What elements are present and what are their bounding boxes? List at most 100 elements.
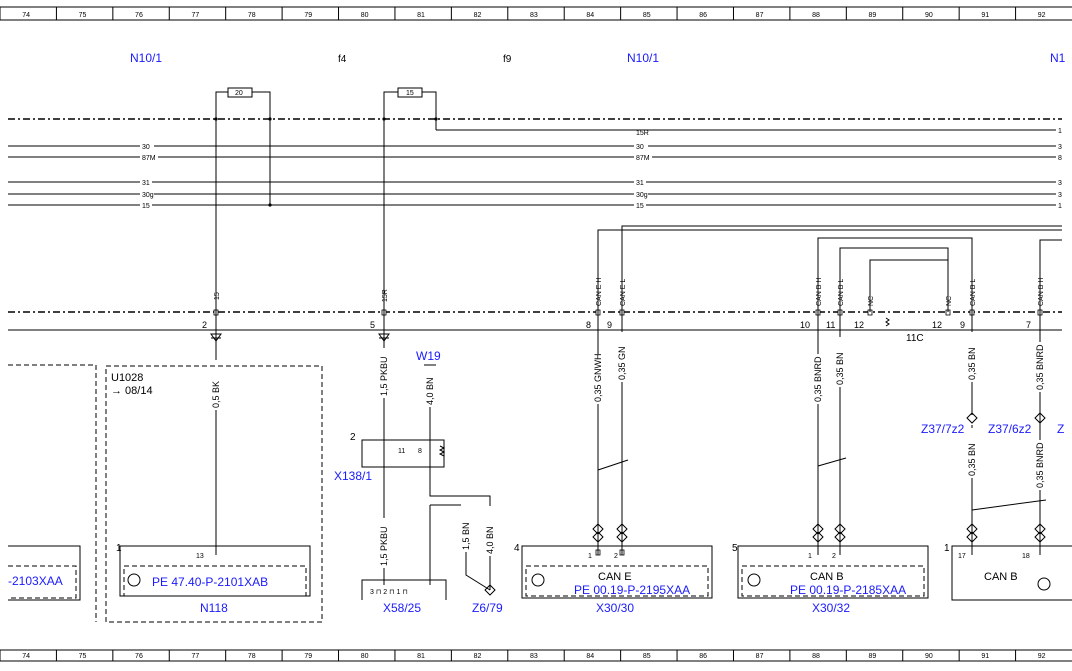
x30-32-reference[interactable]: PE 00.19-P-2185XAA [790, 583, 906, 597]
ruler-cell-89: 89 [869, 12, 877, 19]
ruler-cell-bottom-89: 89 [869, 653, 877, 660]
ruler-cell-bottom-91: 91 [981, 653, 989, 660]
wire-label-w_bn15: 1,5 BN [461, 522, 471, 550]
ruler-cell-bottom-86: 86 [699, 653, 707, 660]
connector-x30-30: 4 1 2 CAN E PE 00.19-P-2195XAA [514, 543, 713, 599]
wire-label-w_bn4b: 4,0 BN [485, 526, 495, 554]
ruler-cell-bottom-75: 75 [79, 653, 87, 660]
ground-w19-label: W19 [416, 349, 441, 363]
svg-text:8: 8 [1058, 155, 1062, 162]
connector-tag-can_b_l2: CAN B L [970, 279, 977, 306]
component-u1028: U1028 → 08/14 [105, 365, 323, 623]
svg-text:1: 1 [116, 543, 122, 554]
connector-tag-nc1: NC [868, 296, 875, 306]
wire-label-w_bnrd3: 0,35 BNRD [1035, 442, 1045, 488]
svg-text:20: 20 [235, 90, 243, 97]
ruler-cell-bottom-79: 79 [304, 653, 312, 660]
svg-text:8: 8 [418, 448, 422, 455]
svg-text:13: 13 [196, 553, 204, 560]
ruler-cell-bottom-80: 80 [361, 653, 369, 660]
splice-z37-7z2-icon [966, 412, 978, 424]
ruler-cell-bottom-76: 76 [135, 653, 143, 660]
connector-tag-can_b_l1: CAN B L [838, 279, 845, 306]
ruler-cell-86: 86 [699, 12, 707, 19]
svg-text:CAN E: CAN E [598, 571, 632, 583]
ruler-cell-bottom-81: 81 [417, 653, 425, 660]
connector-tag-t15a: 15 [214, 292, 221, 300]
svg-text:1: 1 [1058, 128, 1062, 135]
wire-label-w_bn1: 0,35 BN [835, 352, 845, 385]
pin-9: 9 [607, 320, 612, 330]
ruler-cell-bottom-87: 87 [756, 653, 764, 660]
splice-z37-cut-label: Z [1057, 422, 1064, 436]
component-right-can-b: 1 17 18 CAN B [944, 543, 1072, 601]
svg-text:3: 3 [1058, 180, 1062, 187]
svg-text:1: 1 [1058, 203, 1062, 210]
ruler-cell-bottom-88: 88 [812, 653, 820, 660]
wavy-break-icon [885, 317, 890, 327]
splice-z37-7z2-label: Z37/7z2 [921, 422, 965, 436]
wire-label-w_pkbu1: 1,5 PKBU [379, 356, 389, 396]
wire-label-w_bn2: 0,35 BN [967, 347, 977, 380]
svg-text:87M: 87M [636, 155, 650, 162]
svg-text:31: 31 [636, 180, 644, 187]
pin-2: 2 [202, 320, 207, 330]
ruler-cell-75: 75 [79, 12, 87, 19]
left-component-box [8, 364, 97, 622]
pin-11: 11 [826, 320, 835, 330]
svg-text:30g: 30g [636, 192, 648, 199]
component-n118: 1 13 PE 47.40-P-2101XAB [116, 543, 311, 597]
wire-label-w_bn3: 0,35 BN [967, 443, 977, 476]
ruler-cell-79: 79 [304, 12, 312, 19]
splice-z6-79-label: Z6/79 [472, 601, 503, 615]
ruler-cell-74: 74 [22, 12, 30, 19]
connector-x30-32: 5 1 2 CAN B PE 00.19-P-2185XAA [732, 543, 929, 599]
ruler-cell-91: 91 [981, 12, 989, 19]
pin-10: 10 [800, 320, 810, 330]
svg-text:30g: 30g [142, 192, 154, 199]
wire-label-w_pkbu2: 1,5 PKBU [379, 526, 389, 566]
n118-reference[interactable]: PE 47.40-P-2101XAB [152, 575, 268, 589]
ruler-cell-80: 80 [361, 12, 369, 19]
connector-x58-25: 3 ⊓ 2 ⊓ 1 ⊓ [361, 579, 447, 600]
pin-9-b: 9 [960, 320, 965, 330]
component-n10-1-label: N10/1 [130, 51, 162, 65]
wire-label-w_bk: 0,5 BK [211, 381, 221, 408]
connector-tag-can_e_h: CAN E H [596, 278, 603, 306]
ruler-cell-90: 90 [925, 12, 933, 19]
connector-tag-can_b_h1: CAN B H [816, 278, 823, 306]
ruler-cell-85: 85 [643, 12, 651, 19]
x30-30-reference[interactable]: PE 00.19-P-2195XAA [574, 583, 690, 597]
pin-12-b: 12 [932, 320, 942, 330]
ruler-cell-92: 92 [1038, 12, 1046, 19]
connector-x30-32-label: X30/32 [812, 601, 850, 615]
splice-z37-6z2-label: Z37/6z2 [988, 422, 1032, 436]
svg-text:2: 2 [832, 553, 836, 560]
connector-tag-nc2: NC [946, 296, 953, 306]
ruler-cell-bottom-84: 84 [586, 653, 594, 660]
connector-x58-25-label: X58/25 [383, 601, 421, 615]
svg-text:5: 5 [732, 543, 738, 554]
pin-8: 8 [586, 320, 591, 330]
svg-text:1: 1 [588, 553, 592, 560]
fuse-15: 15 [383, 87, 437, 130]
svg-text:3: 3 [1058, 192, 1062, 199]
svg-text:17: 17 [958, 553, 966, 560]
pin-5: 5 [370, 320, 375, 330]
svg-text:18: 18 [1022, 553, 1030, 560]
svg-text:3: 3 [1058, 144, 1062, 151]
component-left-cut: -2103XAA [8, 545, 81, 601]
component-u1028-label: U1028 [111, 372, 143, 384]
connector-x138-1-label: X138/1 [334, 469, 372, 483]
ruler-cell-76: 76 [135, 12, 143, 19]
svg-text:15: 15 [142, 203, 150, 210]
svg-text:-2103XAA: -2103XAA [8, 574, 63, 588]
svg-text:3 ⊓ 2 ⊓ 1 ⊓: 3 ⊓ 2 ⊓ 1 ⊓ [370, 589, 408, 596]
svg-text:CAN B: CAN B [984, 571, 1018, 583]
splice-z6-79-icon [484, 584, 496, 596]
fuse-f9-label: f9 [503, 54, 512, 65]
pin-12: 12 [854, 320, 864, 330]
